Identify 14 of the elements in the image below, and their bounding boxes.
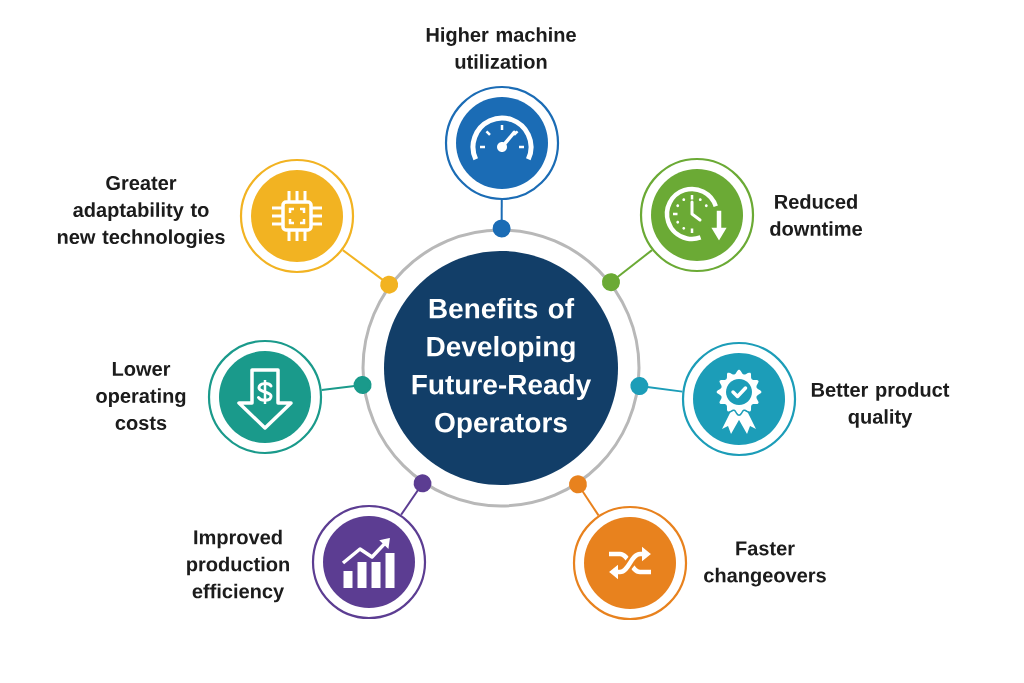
connector-line bbox=[630, 377, 684, 395]
connector-line bbox=[400, 474, 432, 516]
benefit-label: Improved production efficiency bbox=[187, 529, 289, 603]
connector-line bbox=[601, 249, 653, 292]
connector-line bbox=[341, 249, 399, 294]
benefit-label: Faster changeovers bbox=[704, 541, 826, 587]
benefit-label: Higher machine utilization bbox=[426, 27, 576, 69]
benefit-label: Reduced downtime bbox=[770, 194, 862, 236]
benefit-label: Better product quality bbox=[811, 382, 950, 428]
benefit-label: Greater adaptability to new technologies bbox=[57, 175, 225, 249]
connector-line bbox=[320, 376, 372, 394]
connector-line bbox=[569, 475, 600, 517]
connector-line bbox=[492, 199, 511, 238]
benefit-label: Lower operating costs bbox=[96, 362, 186, 430]
